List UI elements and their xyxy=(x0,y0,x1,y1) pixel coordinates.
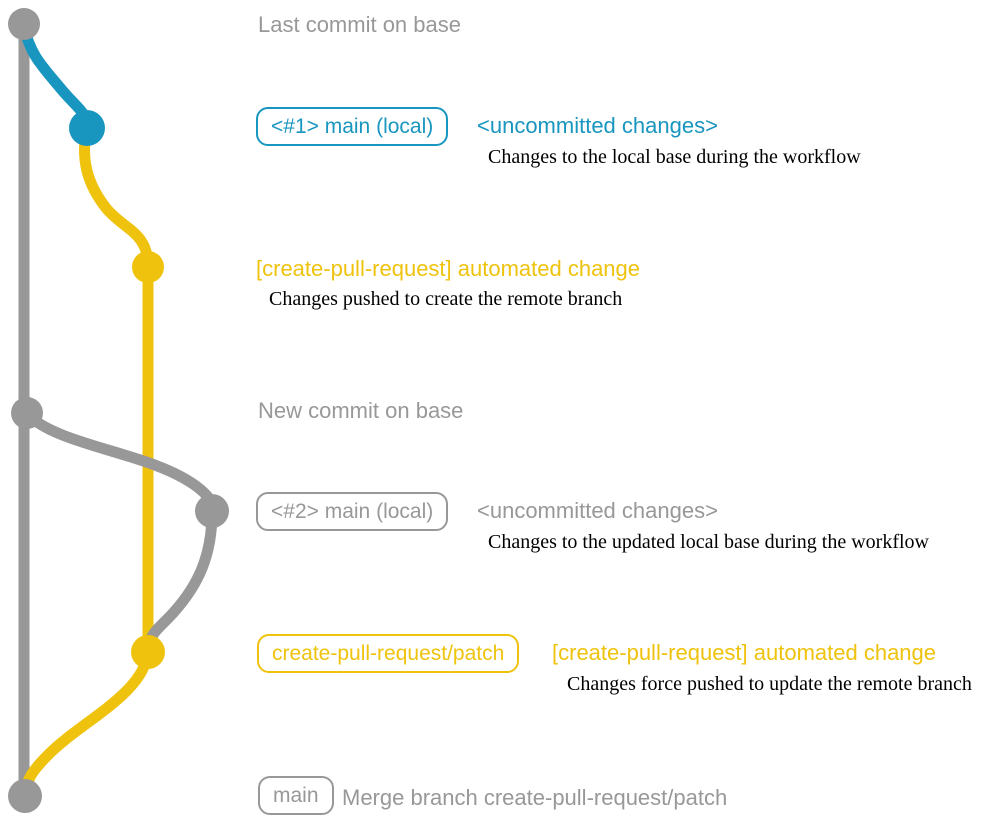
patch-merge-edge xyxy=(19,646,154,802)
commit-node-patch-2 xyxy=(131,635,165,669)
automated-change-1-detail: Changes pushed to create the remote bran… xyxy=(269,288,623,310)
main-branch-badge: main xyxy=(258,776,334,815)
uncommitted-changes-1-label: <uncommitted changes> xyxy=(477,113,718,138)
patch-branch-badge: create-pull-request/patch xyxy=(257,634,520,673)
uncommitted-changes-1-detail: Changes to the local base during the wor… xyxy=(488,146,861,168)
merge-commit-label: Merge branch create-pull-request/patch xyxy=(342,785,728,810)
commit-node-local-2 xyxy=(195,494,229,528)
commit-node-patch-1 xyxy=(132,251,164,283)
automated-change-2-label: [create-pull-request] automated change xyxy=(552,640,937,665)
commit-node-merge xyxy=(8,779,42,813)
base-to-local-2-edge xyxy=(21,408,218,518)
commit-node-local-1 xyxy=(69,110,105,146)
automated-change-1-label: [create-pull-request] automated change xyxy=(256,256,641,281)
last-commit-label: Last commit on base xyxy=(258,12,461,37)
local-2-to-patch-edge xyxy=(143,506,218,658)
commit-node-new-base xyxy=(11,397,43,429)
local-main-2-badge: <#2> main (local) xyxy=(256,492,449,531)
commit-node-last-base xyxy=(8,8,40,40)
automated-change-2-detail: Changes force pushed to update the remot… xyxy=(567,673,972,695)
commit-graph xyxy=(8,8,229,813)
uncommitted-changes-2-label: <uncommitted changes> xyxy=(477,498,718,523)
new-commit-label: New commit on base xyxy=(258,398,464,423)
patch-create-edge xyxy=(79,122,154,272)
local-main-1-badge: <#1> main (local) xyxy=(256,107,449,146)
uncommitted-changes-2-detail: Changes to the updated local base during… xyxy=(488,531,929,553)
